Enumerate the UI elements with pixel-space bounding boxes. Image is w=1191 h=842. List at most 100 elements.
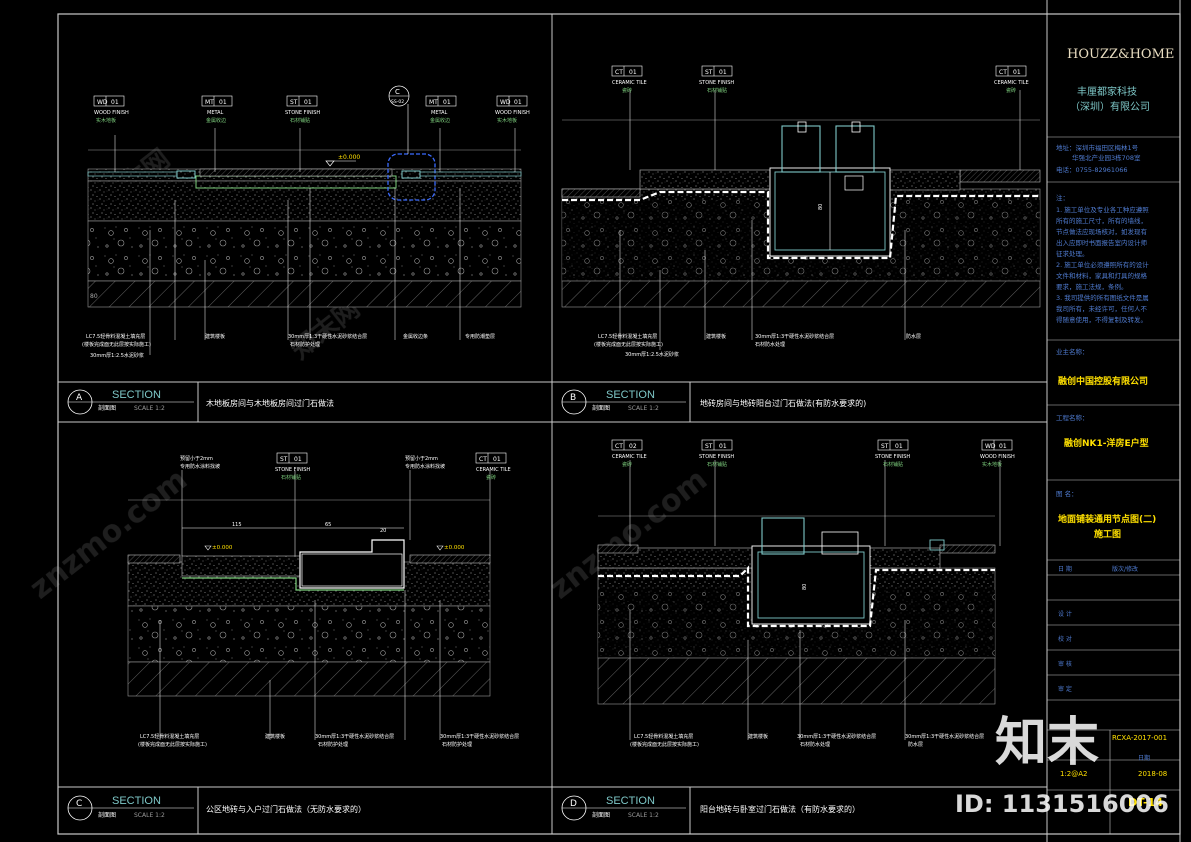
callout: 建筑楼板 (205, 333, 225, 340)
tag-st01[interactable]: ST 01 STONE FINISH 石材铺贴 (285, 95, 320, 124)
section-c-callouts: LC7.5轻骨料混凝土填充层 (楼板完成面无此层按实际施工) 建筑楼板 30mm… (138, 733, 519, 748)
svg-text:01: 01 (719, 443, 727, 450)
svg-text:WD: WD (985, 443, 996, 450)
svg-text:01: 01 (514, 99, 522, 106)
pit-dimension: 80 (802, 584, 808, 590)
section-scale: SCALE 1:2 (134, 405, 165, 412)
sheet-number: DT-14 (1128, 796, 1163, 809)
svg-text:01: 01 (304, 99, 312, 106)
section-b-callouts: LC7.5轻骨料混凝土填充层 (楼板完成面无此层按实际施工) 30mm厚1:2.… (594, 333, 921, 358)
tag-st01-right[interactable]: ST 01 STONE FINISH 石材铺贴 (875, 439, 910, 468)
svg-text:WOOD FINISH: WOOD FINISH (495, 110, 530, 116)
svg-text:MT: MT (429, 99, 438, 106)
side-note: 预留小于2mm (405, 455, 438, 462)
svg-text:石材铺贴: 石材铺贴 (707, 461, 727, 468)
callout: (楼板完成面无此层按实际施工) (594, 341, 663, 348)
callout: 石材防护处理 (442, 741, 472, 748)
review-label: 审 核 (1058, 660, 1072, 668)
callout: LC7.5轻骨料混凝土填充层 (140, 733, 199, 740)
section-word: SECTION (606, 389, 655, 401)
section-title-d[interactable]: D SECTION 剖面图 SCALE 1:2 阳台地砖与卧室过门石做法（有防水… (561, 795, 860, 821)
callout: 石材防水处理 (800, 741, 830, 748)
svg-text:CT: CT (479, 456, 487, 463)
design-label: 设 计 (1058, 610, 1072, 618)
approve-label: 审 定 (1058, 685, 1072, 693)
drawing-title: 地面铺装通用节点图(二) (1058, 513, 1156, 525)
tag-st01[interactable]: ST 01 STONE FINISH 石材铺贴 (699, 65, 734, 94)
note-line: 所有的施工尺寸，所有的墙线， (1056, 216, 1147, 225)
svg-text:01: 01 (111, 99, 119, 106)
phone: 电话：0755-82961066 (1056, 165, 1127, 174)
svg-text:C: C (395, 88, 400, 96)
notes-list: 1. 施工单位及专业各工种应遵照 所有的施工尺寸，所有的墙线， 节点做法应现场核… (1056, 205, 1149, 324)
section-letter: D (570, 799, 577, 809)
callout: 30mm厚1:3干硬性水泥砂浆结合层 (288, 333, 367, 340)
section-b-tags: CT 01 CERAMIC TILE 瓷砖 ST 01 STONE FINISH… (611, 65, 1029, 94)
section-letter: C (76, 799, 82, 809)
section-a-note: 80 (90, 293, 98, 300)
svg-text:CT: CT (615, 69, 623, 76)
svg-text:瓷砖: 瓷砖 (622, 461, 632, 468)
svg-text:CT: CT (615, 443, 623, 450)
callout: (楼板完成面无此层按实际施工) (138, 741, 207, 748)
dimension: 20 (380, 528, 386, 534)
svg-text:01: 01 (219, 99, 227, 106)
svg-text:01: 01 (443, 99, 451, 106)
note-line: 我司所有，未经许可，任何人不 (1056, 304, 1148, 313)
watermark-id: ID: 1131516006 (955, 790, 1169, 818)
note-line: 得随意使用，不得复制及转发。 (1056, 315, 1147, 324)
foreground-watermark: 知末 ID: 1131516006 (955, 713, 1169, 818)
callout: 30mm厚1:3干硬性水泥砂浆结合层 (797, 733, 876, 740)
tag-ct01[interactable]: CT 01 CERAMIC TILE 瓷砖 (611, 65, 647, 94)
section-b-drawing: 80 (561, 90, 1041, 350)
svg-text:金属收边: 金属收边 (430, 117, 450, 124)
tag-wd01-right[interactable]: WD 01 WOOD FINISH 实木地板 (495, 95, 530, 124)
svg-text:CERAMIC TILE: CERAMIC TILE (612, 454, 647, 460)
svg-text:STONE FINISH: STONE FINISH (275, 467, 310, 473)
svg-text:ST: ST (881, 443, 889, 450)
tag-st01[interactable]: ST 01 STONE FINISH 石材铺贴 (275, 452, 310, 481)
tag-ct02[interactable]: CT 02 CERAMIC TILE 瓷砖 (611, 439, 647, 468)
callout: 30mm厚1:2.5水泥砂浆 (625, 351, 679, 358)
tag-wd01[interactable]: WD 01 WOOD FINISH 实木地板 (93, 95, 129, 124)
svg-text:SS-02: SS-02 (391, 99, 404, 105)
section-title-a[interactable]: A SECTION 剖面图 SCALE 1:2 木地板房间与木地板房间过门石做法 (67, 389, 334, 415)
svg-text:实木地板: 实木地板 (497, 117, 517, 124)
section-scale: SCALE 1:2 (628, 405, 659, 412)
section-title-b[interactable]: B SECTION 剖面图 SCALE 1:2 地砖房间与地砖阳台过门石做法(有… (561, 389, 866, 415)
svg-text:METAL: METAL (431, 110, 448, 116)
section-title: 阳台地砖与卧室过门石做法（有防水要求的） (700, 804, 860, 814)
dimension: 115 (232, 522, 242, 528)
note-line: 2. 施工单位必须遵照所有的设计 (1056, 260, 1149, 269)
section-d-tags: CT 02 CERAMIC TILE 瓷砖 ST 01 STONE FINISH… (611, 439, 1015, 468)
callout: (楼板完成面无此层按实际施工) (630, 741, 699, 748)
callout: LC7.5轻骨料混凝土填充层 (86, 333, 145, 340)
section-d-drawing: 80 (597, 460, 1001, 740)
section-title-c[interactable]: C SECTION 剖面图 SCALE 1:2 公区地砖与入户过门石做法（无防水… (67, 795, 366, 821)
callout: 防水层 (908, 741, 923, 748)
section-letter: B (570, 393, 576, 403)
callout: 建筑楼板 (265, 733, 285, 740)
address: 地址：深圳市福田区梅林1号 (1056, 143, 1139, 152)
tag-ct01-right[interactable]: CT 01 CERAMIC TILE 瓷砖 (994, 65, 1029, 94)
section-c-tags: 预留小于2mm 专用防水涂料找坡 预留小于2mm 专用防水涂料找坡 ST 01 … (180, 452, 511, 481)
tag-wd01[interactable]: WD 01 WOOD FINISH 实木地板 (980, 439, 1015, 468)
callout: 建筑楼板 (748, 733, 768, 740)
tag-st01[interactable]: ST 01 STONE FINISH 石材铺贴 (699, 439, 734, 468)
tag-c-bubble[interactable]: C SS-02 (388, 85, 410, 107)
tag-ct01[interactable]: CT 01 CERAMIC TILE 瓷砖 (475, 452, 511, 481)
svg-text:石材铺贴: 石材铺贴 (290, 117, 310, 124)
note-line: 1. 施工单位及专业各工种应遵照 (1056, 205, 1149, 214)
date-value: 2018-08 (1138, 770, 1167, 778)
svg-text:ST: ST (705, 443, 713, 450)
section-title: 公区地砖与入户过门石做法（无防水要求的） (206, 804, 366, 814)
section-a-callouts: LC7.5轻骨料混凝土填充层 (楼板完成面无此层按实际施工) 30mm厚1:2.… (82, 333, 495, 359)
date-label: 日 期 (1058, 565, 1072, 573)
tag-mt01-right[interactable]: MT 01 METAL 金属收边 (425, 95, 457, 124)
owner-label: 业主名称： (1056, 347, 1089, 356)
tag-mt01[interactable]: MT 01 METAL 金属收边 (201, 95, 233, 124)
callout: 专用防潮垫层 (465, 333, 495, 340)
svg-text:STONE FINISH: STONE FINISH (285, 110, 320, 116)
note-line: 出入应即时书面报告室内设计师 (1056, 238, 1148, 247)
